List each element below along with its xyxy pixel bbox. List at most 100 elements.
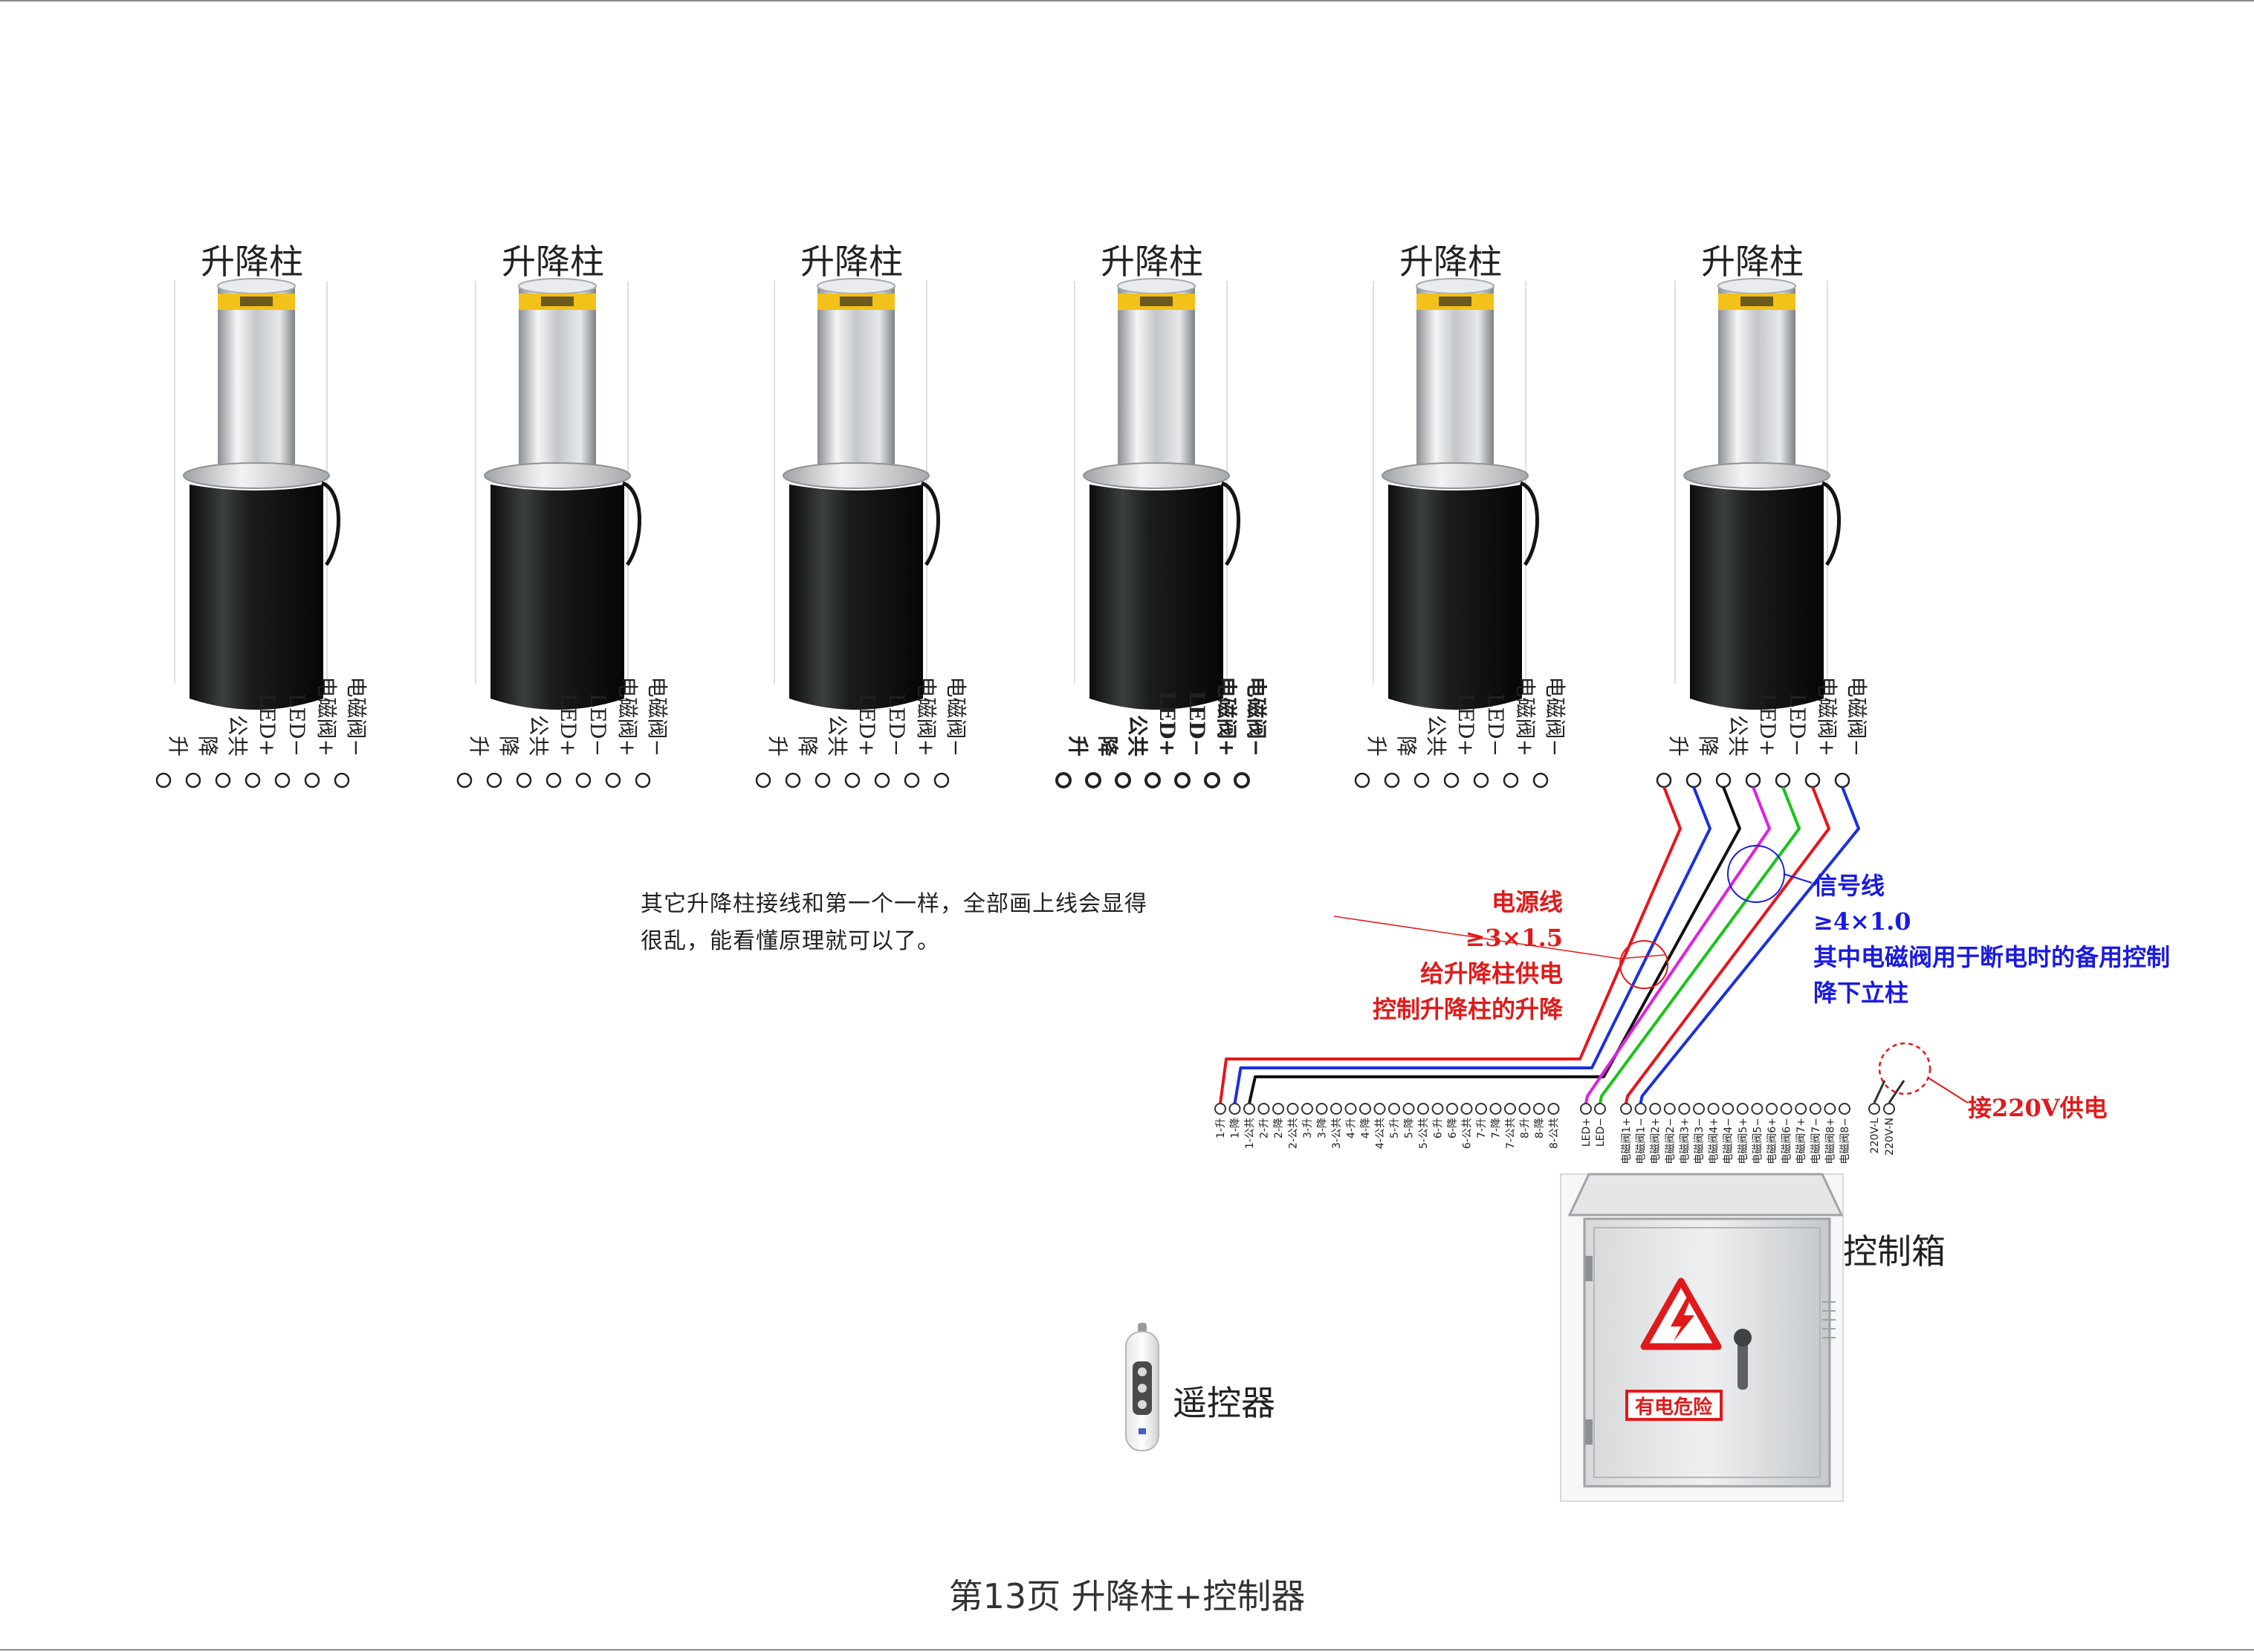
controller-terminal-label: 1-降: [1230, 1118, 1242, 1138]
bollard-terminal-circle: [1834, 772, 1850, 788]
controller-terminal-circle: [1751, 1103, 1764, 1115]
bollard-terminal-label: 降: [1696, 736, 1720, 757]
power-line-desc-1: 给升降柱供电: [1419, 959, 1563, 988]
controller-terminal-label: 220V-N: [1884, 1118, 1896, 1156]
controller-terminal-label: 3-公共: [1331, 1118, 1343, 1149]
controller-terminal-circle: [1344, 1103, 1357, 1115]
bollard-terminal-label: LED−: [1483, 693, 1508, 757]
bollard-terminal-label: 电磁阀−: [944, 677, 968, 757]
bollard-terminal-label: LED−: [1785, 693, 1810, 757]
bollard-terminal-circle: [874, 772, 890, 788]
bottom-border-line: [0, 1649, 2254, 1651]
controller-terminal-circle: [1301, 1103, 1313, 1115]
controller-terminal-label: 电磁阀3−: [1694, 1118, 1706, 1165]
controller-terminal-circle: [1533, 1103, 1545, 1115]
controller-terminal-circle: [1678, 1103, 1691, 1115]
controller-terminal-circle: [1402, 1103, 1415, 1115]
signal-line-leader: [1783, 873, 1813, 884]
controller-terminal-label: 220V-L: [1869, 1118, 1881, 1154]
bollard-terminal-label: 降: [496, 736, 521, 757]
bollard-terminal-label: 降: [1095, 736, 1120, 757]
bollard-terminal-label: LED+: [1155, 690, 1179, 757]
bollard-terminal-label: 电磁阀−: [645, 677, 670, 757]
controller-terminal-circle: [1594, 1103, 1606, 1115]
bollard-steel-post: [1416, 286, 1494, 479]
controller-terminal-circle: [1330, 1103, 1342, 1115]
bollard-cable: [1220, 481, 1240, 566]
bollard-terminal-circle: [785, 772, 801, 788]
controller-terminal-label: 3-降: [1317, 1118, 1329, 1138]
controller-terminal-label: 8-降: [1534, 1118, 1546, 1138]
controller-terminal-circle: [1504, 1103, 1516, 1115]
bollard-base-cylinder: [1690, 485, 1824, 710]
controller-terminal-circle: [1722, 1103, 1735, 1115]
bollard-title: 升降柱: [502, 242, 604, 282]
power-220v-label: 接220V供电: [1968, 1094, 2108, 1122]
controller-terminal-circle: [1693, 1103, 1705, 1115]
control-box-hinge-top: [1585, 1256, 1593, 1281]
controller-terminal-label: 1-升: [1215, 1118, 1227, 1138]
bollard-terminal-label: 公共: [825, 715, 849, 757]
controller-terminal-circle: [1620, 1103, 1632, 1115]
controller-terminal-label: 电磁阀5−: [1752, 1118, 1764, 1165]
bollard-terminal-label: 降: [195, 736, 220, 757]
bollard-terminal-circle: [155, 772, 172, 788]
bollard-title: 升降柱: [1101, 242, 1203, 282]
controller-terminal-circle: [1518, 1103, 1531, 1115]
bollard-terminal-label: 电磁阀+: [615, 677, 640, 757]
bollard-terminal-label: 电磁阀+: [1815, 677, 1839, 757]
controller-terminal-circle: [1214, 1103, 1226, 1115]
power-220v-callout-circle: [1878, 1042, 1931, 1095]
remote-button-up-icon: [1138, 1367, 1147, 1376]
controller-terminal-circle: [1489, 1103, 1502, 1115]
controller-terminal-circle: [1795, 1103, 1807, 1115]
control-box: 有电危险: [1560, 1173, 1844, 1502]
bollard-terminal-circle: [274, 772, 291, 788]
bollard-terminal-circle: [456, 772, 473, 788]
bollard-terminal-circle: [1204, 772, 1220, 788]
page-footer: 第13页 升降柱+控制器: [948, 1576, 1306, 1616]
bollard-terminal-circle: [334, 772, 350, 788]
bollard-terminal-label: LED−: [285, 693, 309, 757]
signal-line-callout-circle: [1727, 845, 1785, 903]
controller-terminal-circle: [1228, 1103, 1241, 1115]
bollard-steel-post: [218, 286, 295, 479]
control-box-hinge-bottom: [1585, 1419, 1593, 1445]
controller-terminal-label: 电磁阀2+: [1650, 1118, 1662, 1165]
bollard-terminal-circle: [1174, 772, 1191, 788]
bollard-terminal-label: 降: [795, 736, 820, 757]
controller-terminal-label: 电磁阀1+: [1621, 1118, 1633, 1165]
controller-terminal-label: 4-降: [1360, 1118, 1372, 1138]
controller-terminal-label: 1-公共: [1244, 1118, 1256, 1149]
controller-terminal-circle: [1286, 1103, 1299, 1115]
controller-terminal-label: 5-升: [1389, 1118, 1401, 1138]
bollard-terminal-label: 升: [1364, 736, 1389, 757]
controller-terminal-label: 电磁阀4−: [1723, 1118, 1735, 1165]
remote-button-down-icon: [1138, 1400, 1147, 1409]
bollard-terminal-circle: [1745, 772, 1761, 788]
controller-terminal-label: 2-升: [1259, 1118, 1271, 1138]
bollard-base-cylinder: [789, 485, 923, 710]
bollard-flange: [183, 462, 330, 489]
wire: [1599, 786, 1801, 1104]
bollard-terminal-circle: [755, 772, 771, 788]
bollard-terminal-label: 电磁阀−: [344, 677, 369, 757]
bollard-flange: [1083, 462, 1230, 489]
bollard-base-cylinder: [1388, 485, 1522, 710]
controller-terminal-circle: [1634, 1103, 1647, 1115]
bollard-terminal-circle: [1473, 772, 1489, 788]
bollard-terminal-circle: [1384, 772, 1400, 788]
bollard-terminal-label: LED+: [1755, 693, 1780, 757]
bollard-terminal-circle: [1804, 772, 1821, 788]
controller-terminal-label: 电磁阀4+: [1709, 1118, 1720, 1165]
bollard-base-cylinder: [190, 485, 323, 710]
controller-terminal-circle: [1373, 1103, 1386, 1115]
controller-terminal-label: 电磁阀6−: [1781, 1118, 1793, 1165]
controller-terminal-label: 2-公共: [1288, 1118, 1300, 1149]
controller-terminal-label: 电磁阀6+: [1766, 1118, 1778, 1165]
controller-terminal-label: 7-升: [1476, 1118, 1488, 1138]
controller-terminal-circle: [1272, 1103, 1284, 1115]
